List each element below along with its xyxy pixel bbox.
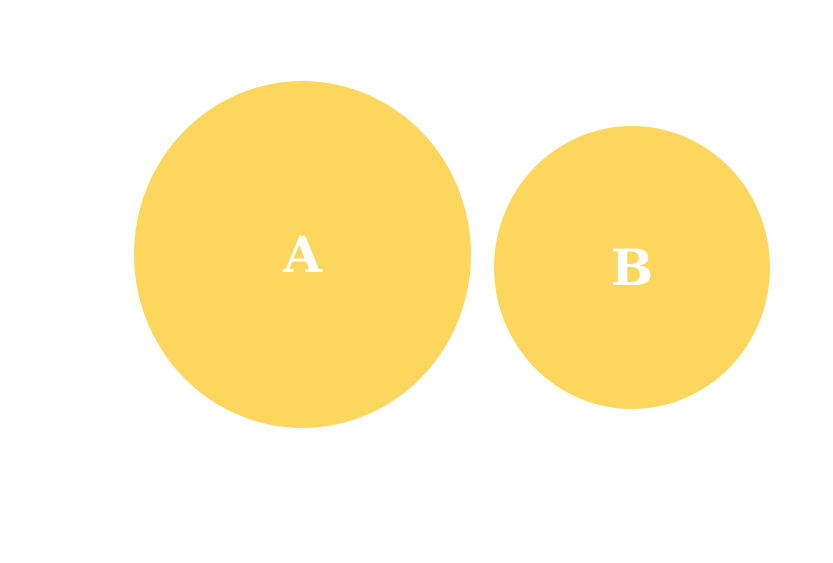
circle-b: B	[494, 126, 770, 409]
circle-b-label: B	[610, 237, 654, 297]
circle-a-label: A	[283, 224, 322, 284]
circle-a: A	[134, 81, 471, 428]
